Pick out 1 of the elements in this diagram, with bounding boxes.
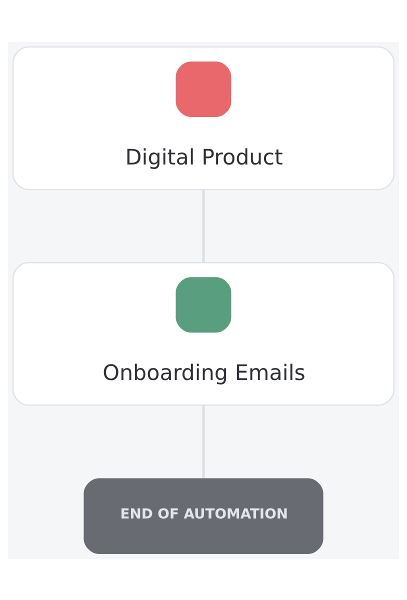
node-box: END OF AUTOMATION — [84, 478, 324, 554]
